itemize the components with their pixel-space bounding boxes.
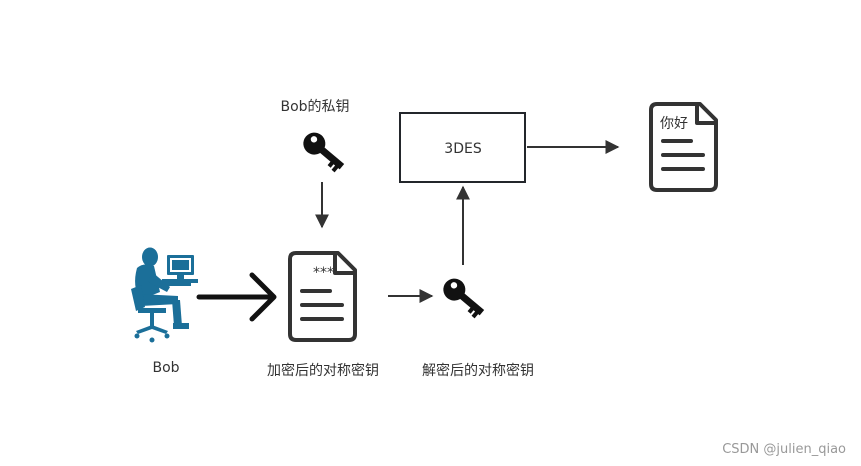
encrypted-document-icon [288,251,357,342]
bob-private-key-label: Bob的私钥 [280,99,349,115]
bob-label: Bob [152,360,179,376]
output-document-text: 你好 [660,116,688,132]
watermark: CSDN @julien_qiao [722,442,846,457]
algorithm-box-label: 3DES [444,141,482,157]
encrypted-symmetric-key-label: 加密后的对称密钥 [267,362,379,379]
output-document-icon [649,102,718,192]
decrypted-key-icon [443,278,485,319]
arrow-bob-to-encrypted-doc [196,272,277,322]
decrypted-symmetric-key-label: 解密后的对称密钥 [422,362,534,379]
encrypted-document-marker: *** [313,265,334,281]
bob-private-key-icon [303,132,345,173]
bob-user-at-computer-icon [131,247,198,343]
algorithm-box [399,112,526,183]
